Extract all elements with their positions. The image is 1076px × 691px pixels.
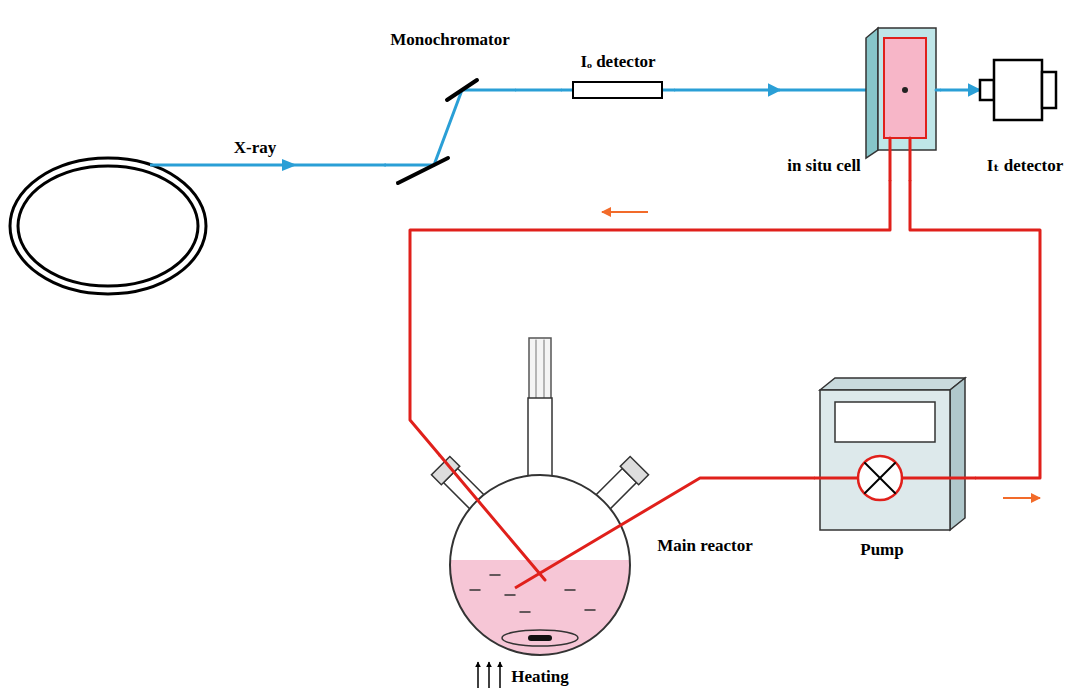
- pump-side: [950, 378, 965, 530]
- heat-arrow: [488, 662, 490, 688]
- liquid-mark: [470, 589, 480, 591]
- x-ray-beam: [936, 89, 940, 92]
- component-label: Iₒ detector: [580, 52, 655, 72]
- flow-tube: [440, 456, 545, 580]
- in-situ-cell: in situ cell: [780, 20, 940, 180]
- stir-vortex: [502, 630, 578, 646]
- heat-arrow: [477, 662, 479, 688]
- flow-tube: [889, 138, 892, 180]
- flow-tube: [815, 477, 858, 480]
- pump-body: [820, 390, 950, 530]
- monochromator-drawing: [385, 80, 515, 183]
- pump-cross: [865, 463, 895, 493]
- liquid-mark: [585, 609, 595, 611]
- condenser: [529, 338, 551, 400]
- liquid-mark: [565, 589, 575, 591]
- flask-neck: [528, 398, 552, 480]
- storage-ring: [18, 166, 198, 286]
- x-ray-beam: [940, 89, 980, 92]
- flask-body: [450, 475, 630, 655]
- beam-spot: [902, 87, 908, 93]
- reactor-flask: Main reactor: [440, 330, 765, 665]
- component-label: Main reactor: [657, 536, 753, 556]
- liquid-mark: [505, 594, 515, 596]
- stir-bar: [528, 635, 552, 641]
- detector: Iₜ detector: [980, 50, 1070, 180]
- detector-window: [980, 80, 994, 100]
- reactor-flask-drawing: [431, 338, 765, 655]
- component-label: Iₜ detector: [987, 156, 1064, 176]
- monochromator-outline: [385, 26, 515, 192]
- detector-body: [994, 60, 1042, 120]
- flask-body: [450, 475, 630, 655]
- detector: Iₒ detector: [562, 44, 674, 104]
- heat-arrow: [499, 662, 501, 688]
- pump-outline: [815, 372, 975, 562]
- pump-cross: [865, 463, 895, 493]
- x-ray-beam: [780, 89, 866, 92]
- detector-back: [1042, 72, 1056, 108]
- x-ray-beam: [462, 89, 515, 92]
- component-label: Pump: [860, 540, 903, 560]
- detector-drawing: [980, 60, 1056, 120]
- component-label: in situ cell: [787, 156, 861, 176]
- x-ray-beam: [674, 89, 780, 92]
- cell-window: [884, 38, 926, 138]
- flow-tube: [909, 138, 912, 180]
- cell-body: [878, 28, 936, 150]
- pump-drawing: [815, 378, 975, 530]
- text-label: Heating: [511, 667, 569, 687]
- text-label: X-ray: [234, 138, 276, 158]
- monochromator: Monochromator: [385, 26, 515, 192]
- flow-tube: [410, 180, 890, 456]
- pump-top: [820, 378, 965, 390]
- x-ray-beam: [515, 89, 562, 92]
- condenser-tube: [536, 340, 537, 398]
- crystal-plate: [398, 158, 448, 183]
- x-ray-beam: [385, 164, 434, 167]
- flow-tube: [515, 478, 765, 588]
- reactor-flask-outline: [440, 330, 765, 665]
- liquid-mark: [520, 611, 530, 613]
- beam-arrowhead: [282, 159, 297, 171]
- flow-tube: [902, 477, 975, 480]
- x-ray-beam: [150, 164, 386, 167]
- flow-arrow: [1003, 497, 1040, 499]
- stopper: [620, 456, 648, 484]
- pump: Pump: [815, 372, 975, 562]
- condenser-tube: [544, 340, 545, 398]
- detector-drawing: [562, 82, 674, 98]
- flow-tube: [765, 477, 815, 480]
- component-label: Monochromator: [390, 30, 510, 50]
- ion-chamber: [573, 82, 662, 98]
- in-situ-cell-drawing: [780, 28, 940, 180]
- flow-arrow: [602, 211, 648, 213]
- liquid-mark: [490, 574, 500, 576]
- cell-side: [866, 28, 878, 158]
- crystal-plate: [447, 80, 477, 100]
- pump-head: [858, 456, 902, 500]
- pump-display: [835, 402, 935, 442]
- storage-ring: [10, 158, 206, 294]
